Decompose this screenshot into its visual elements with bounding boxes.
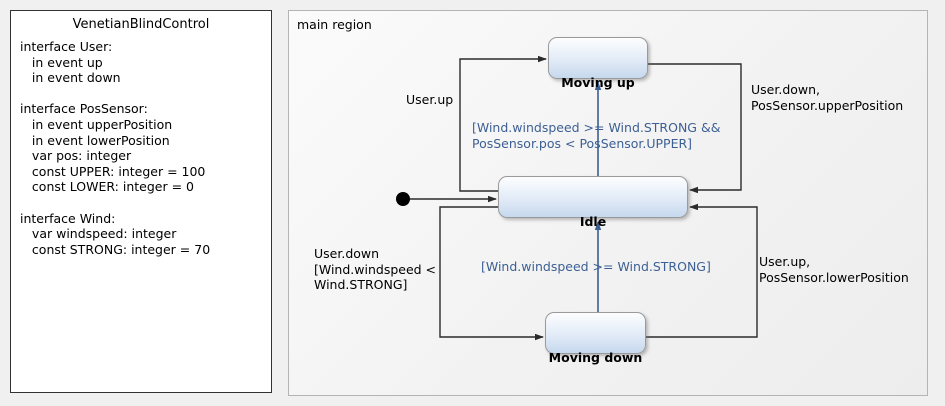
main-region-label: main region [297, 17, 372, 32]
transition-label-moving-down-to-idle: User.up, PosSensor.lowerPosition [759, 254, 909, 285]
state-moving-down-label: Moving down [548, 350, 643, 365]
transition-label-moving-up-to-idle: User.down, PosSensor.upperPosition [751, 82, 904, 113]
state-moving-down[interactable]: Moving down [545, 312, 646, 365]
interface-declarations-text: interface User: in event up in event dow… [20, 39, 211, 257]
initial-state-node[interactable] [396, 192, 410, 206]
state-idle[interactable]: Idle [498, 176, 688, 229]
state-moving-up-label: Moving up [561, 75, 635, 90]
state-moving-up[interactable]: Moving up [548, 37, 648, 90]
transition-label-moving-down-to-idle-guard: [Wind.windspeed >= Wind.STRONG] [481, 259, 711, 274]
statechart-title: VenetianBlindControl [72, 17, 210, 32]
state-idle-label: Idle [579, 214, 607, 229]
transition-label-idle-to-moving-up: User.up [406, 92, 454, 107]
interface-declaration-panel: VenetianBlindControl interface User: in … [10, 10, 272, 393]
transition-label-idle-to-moving-up-guard: [Wind.windspeed >= Wind.STRONG && PosSen… [472, 120, 721, 151]
transition-label-idle-to-moving-down: User.down [Wind.windspeed < Wind.STRONG] [314, 246, 437, 292]
